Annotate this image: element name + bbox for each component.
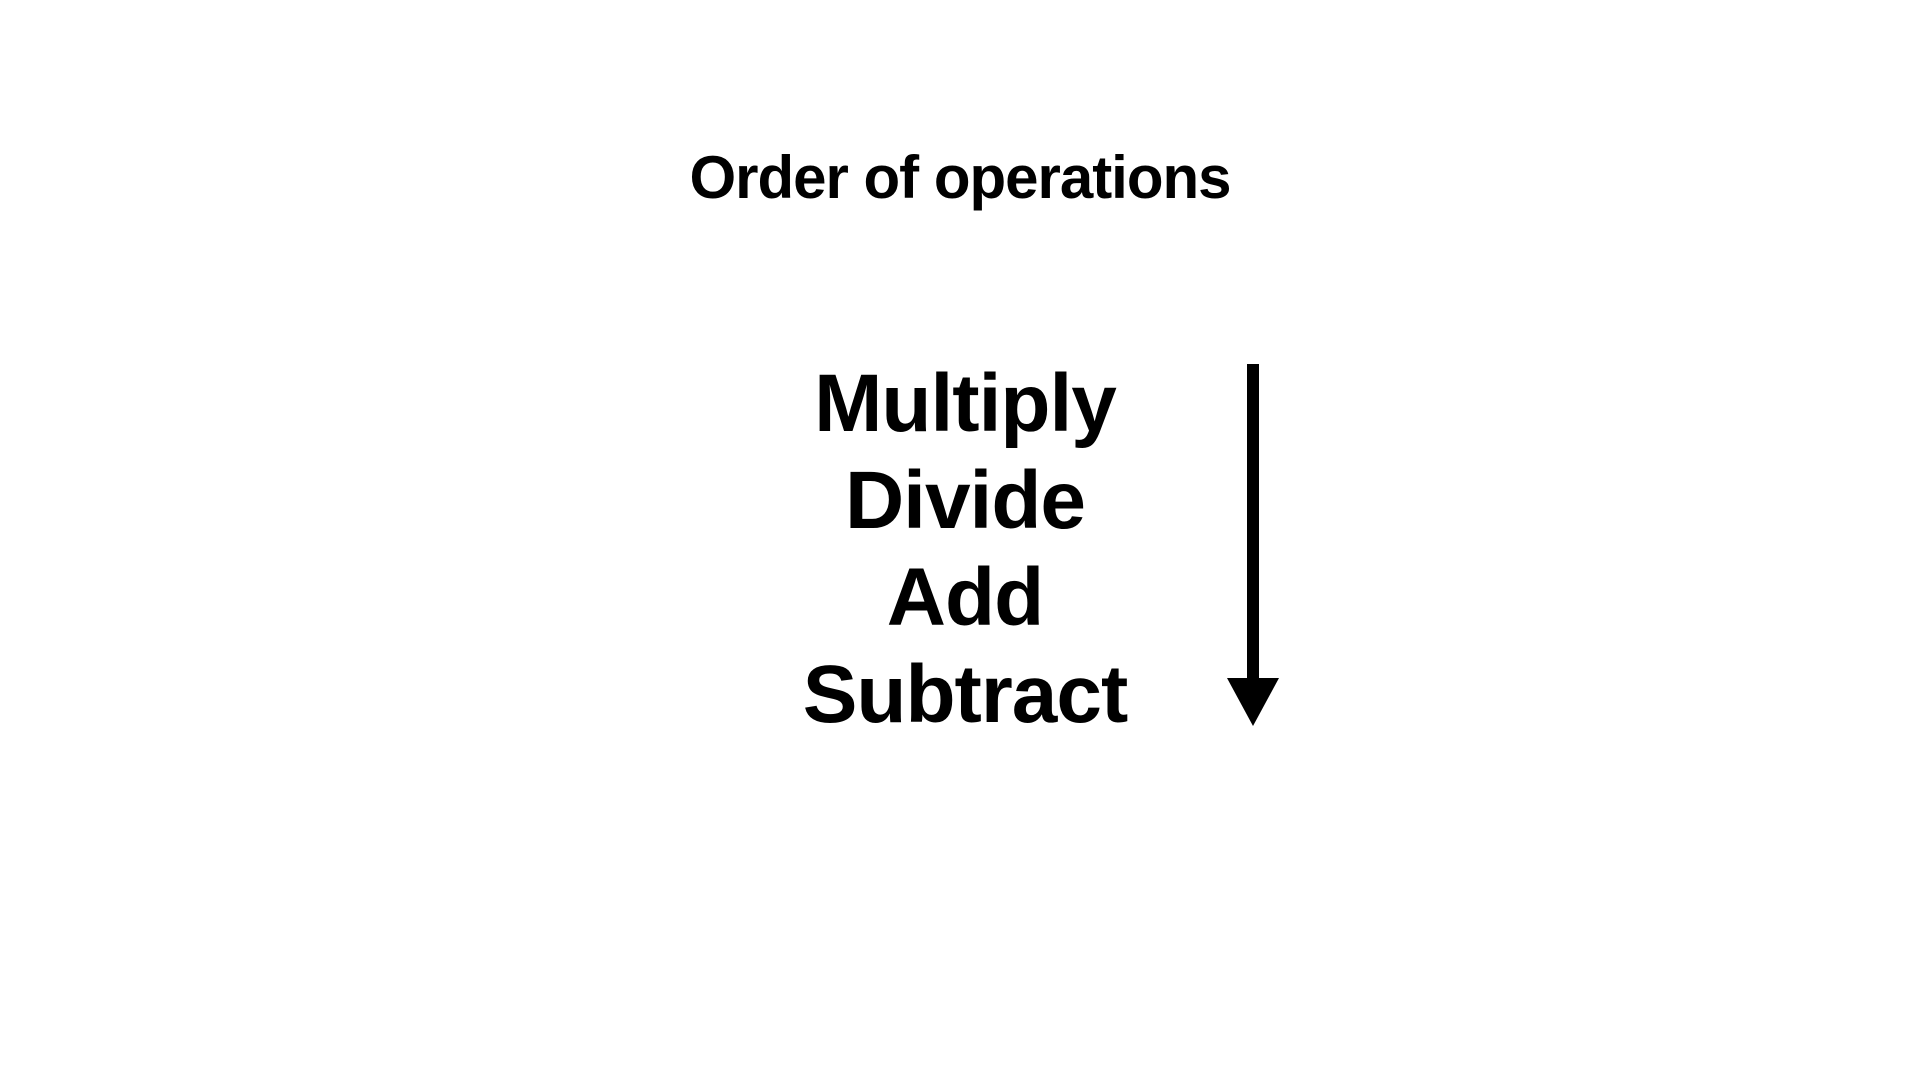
operation-item-subtract: Subtract — [802, 649, 1129, 740]
arrow-shaft — [1247, 364, 1259, 686]
arrow-down-icon — [1227, 364, 1279, 726]
slide-title: Order of operations — [689, 144, 1231, 211]
operation-item-add: Add — [886, 552, 1044, 643]
arrow-head — [1227, 678, 1279, 726]
operation-item-divide: Divide — [844, 455, 1086, 546]
operation-item-multiply: Multiply — [814, 358, 1117, 449]
operations-list: Multiply Divide Add Subtract — [765, 355, 1165, 743]
